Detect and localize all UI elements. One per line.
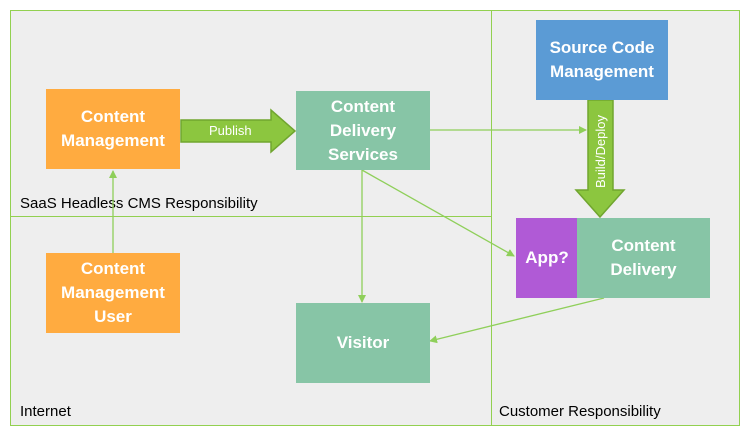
- source-code-management-node: Source Code Management: [536, 20, 668, 100]
- content-management-node: Content Management: [46, 89, 180, 169]
- visitor-label: Visitor: [336, 333, 390, 352]
- content-management-label: Content Management: [61, 107, 165, 150]
- content-delivery-node: Content Delivery: [577, 218, 710, 298]
- content-management-user-label: Content Management User: [61, 259, 165, 326]
- content-management-user-node: Content Management User: [46, 253, 180, 333]
- content-delivery-label: Content Delivery: [610, 236, 677, 279]
- content-delivery-services-label: Content Delivery Services: [328, 96, 398, 164]
- region-label-customer: Customer Responsibility: [499, 403, 661, 420]
- app-node: App?: [516, 218, 578, 298]
- content-delivery-services-node: Content Delivery Services: [296, 91, 430, 170]
- publish-label: Publish: [209, 123, 252, 138]
- app-label: App?: [525, 248, 569, 267]
- region-label-internet: Internet: [20, 403, 71, 420]
- build-deploy-label: Build/Deploy: [593, 115, 608, 188]
- region-label-saas: SaaS Headless CMS Responsibility: [20, 195, 258, 212]
- visitor-node: Visitor: [296, 303, 430, 383]
- source-code-management-label: Source Code Management: [549, 38, 655, 81]
